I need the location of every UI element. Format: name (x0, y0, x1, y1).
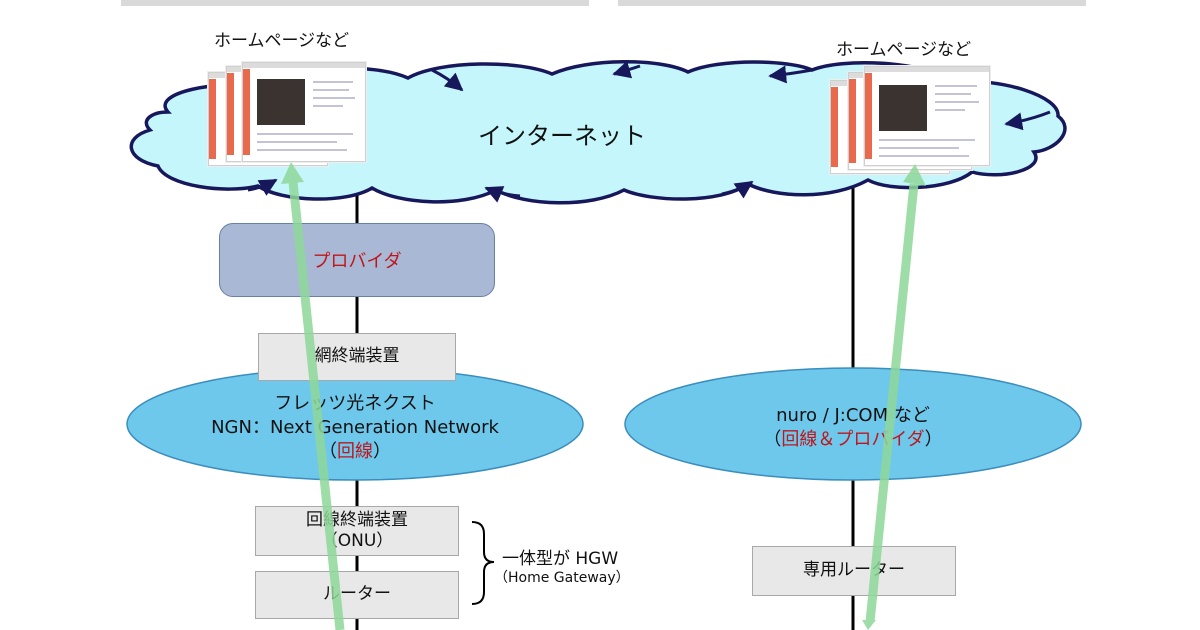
router-box-right: 専用ルーター (752, 546, 956, 596)
cloud-arrow-bottom-mid (484, 186, 521, 203)
hgw-brace (471, 521, 495, 605)
network-terminal-label: 網終端装置 (314, 346, 400, 367)
isp-sub-wrap: （回線＆プロバイダ） (763, 429, 943, 450)
router-label-left: ルーター (323, 584, 391, 605)
line-label-wrap: （回線） (319, 441, 391, 462)
top-bar-right (618, 0, 1086, 6)
ngn-line: NGN：Next Generation Network (211, 417, 499, 438)
hgw-main-label: 一体型が HGW (502, 549, 619, 569)
line-label: 回線 (337, 441, 373, 462)
cloud-arrow-top-mid (612, 60, 641, 79)
isp-oval-text: nuro / J:COM など （回線＆プロバイダ） (703, 404, 1003, 452)
isp-oval (624, 367, 1082, 481)
onu-label-2: （ONU） (320, 531, 394, 551)
homepage-label-left: ホームページなど (214, 31, 350, 51)
cloud-arrow-right (1004, 110, 1051, 131)
router-label-right: 専用ルーター (803, 560, 905, 581)
network-terminal-box: 網終端装置 (258, 333, 456, 381)
provider-box: プロバイダ (219, 223, 495, 297)
onu-box: 回線終端装置 （ONU） (255, 506, 459, 556)
homepage-label-right: ホームページなど (836, 40, 972, 60)
website-thumbnail (864, 66, 990, 166)
top-bar-left (121, 0, 589, 6)
onu-label-1: 回線終端装置 (306, 509, 408, 530)
cloud-arrow-bottom-left (247, 178, 278, 196)
hgw-sub-label: （Home Gateway） (494, 570, 630, 586)
ngn-oval-text: フレッツ光ネクスト NGN：Next Generation Network （回… (180, 392, 530, 464)
internet-label: インターネット (478, 122, 646, 150)
isp-title: nuro / J:COM など (776, 405, 930, 426)
router-box-left: ルーター (255, 571, 459, 619)
website-thumbnail (242, 62, 366, 162)
cloud-arrow-top-left (431, 68, 464, 92)
flets-title: フレッツ光ネクスト (274, 393, 436, 414)
cloud-arrow-bottom-right (721, 180, 754, 199)
cloud-arrow-top-right (768, 65, 813, 84)
isp-sub: 回線＆プロバイダ (781, 429, 925, 450)
provider-label: プロバイダ (312, 251, 402, 272)
